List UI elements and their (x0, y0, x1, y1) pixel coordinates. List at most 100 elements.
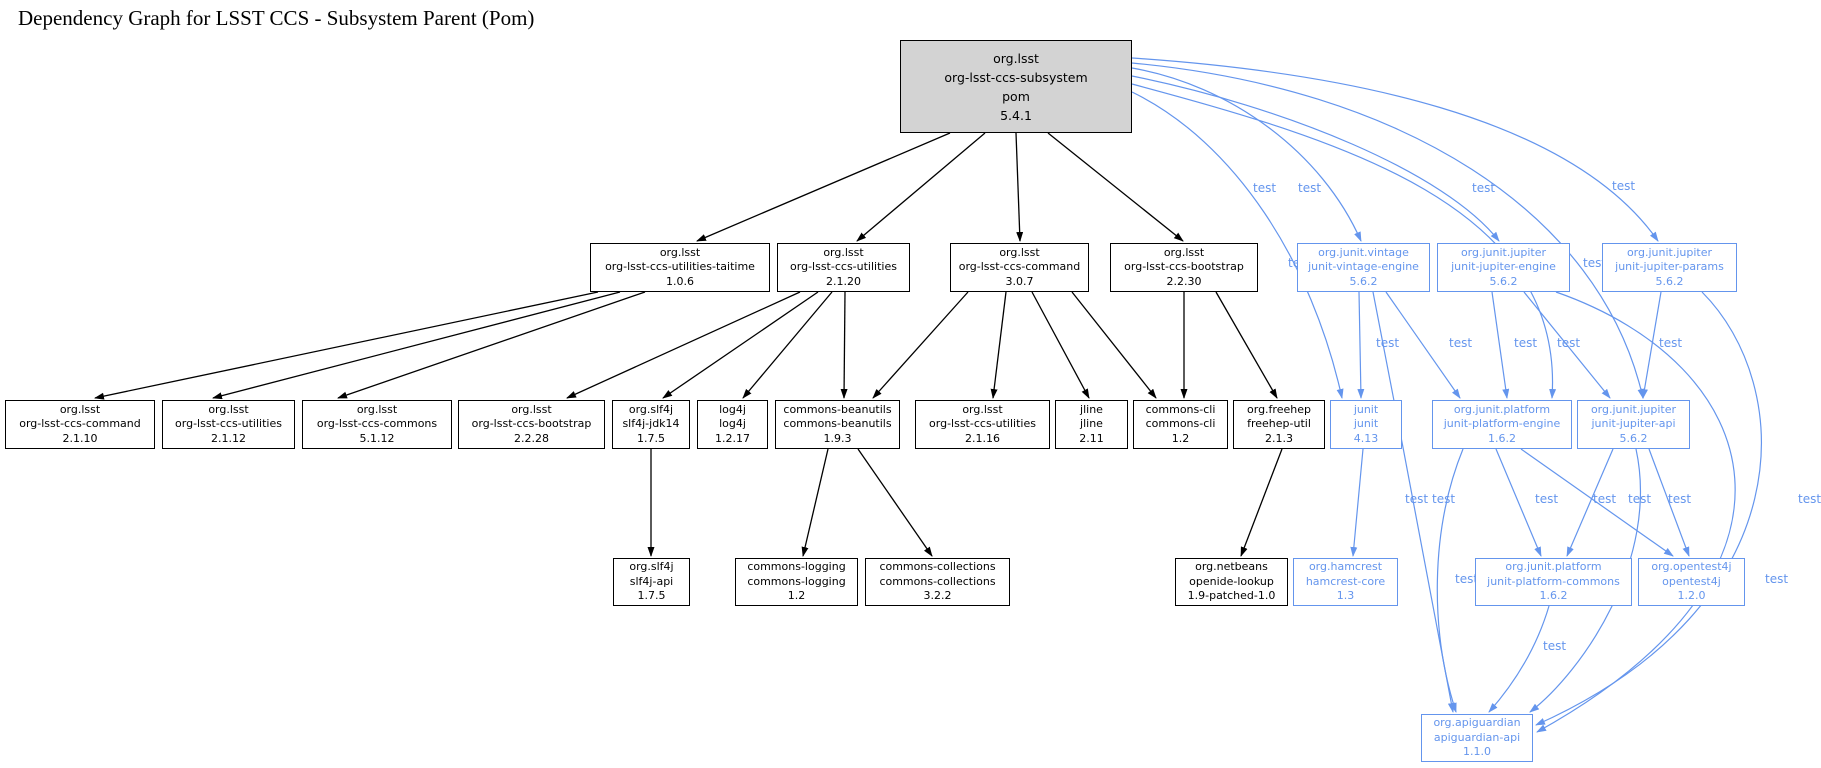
edge-label-junit-vintage-engine-to-apiguardian-api: test (1432, 492, 1455, 506)
node-bootstrap-2-2-30-line-2: 2.2.30 (1166, 274, 1202, 288)
node-commons-collections-line-1: commons-collections (879, 574, 996, 588)
edge-junit-jupiter-params-to-apiguardian-api (1535, 291, 1762, 726)
edge-label-junit-jupiter-engine-to-junit-jupiter-api: test (1557, 336, 1580, 350)
node-junit-vintage-engine-line-2: 5.6.2 (1349, 274, 1378, 288)
node-log4j-line-0: log4j (719, 402, 746, 416)
node-utilities-2-1-12-line-0: org.lsst (208, 402, 249, 416)
edge-root-to-junit-jupiter-engine (1131, 75, 1500, 242)
node-utilities-2-1-20-line-0: org.lsst (823, 245, 864, 259)
edge-junit-platform-engine-to-apiguardian-api (1436, 448, 1464, 713)
node-hamcrest-core-line-2: 1.3 (1336, 589, 1355, 603)
edge-command-3-0-7-to-utilities-2-1-16 (990, 291, 1007, 399)
node-slf4j-jdk14-line-0: org.slf4j (628, 402, 674, 416)
node-junit-jupiter-api-line-1: junit-jupiter-api (1591, 417, 1676, 431)
node-opentest4j-line-2: 1.2.0 (1677, 589, 1706, 603)
node-junit-jupiter-api-line-2: 5.6.2 (1619, 431, 1648, 445)
node-junit-platform-commons-line-0: org.junit.platform (1505, 560, 1602, 574)
node-commons-5-1-12-line-2: 5.1.12 (359, 431, 395, 445)
edge-junit-jupiter-api-to-apiguardian-api (1529, 448, 1641, 713)
node-commons-cli-line-2: 1.2 (1171, 431, 1190, 445)
node-root-line-3: 5.4.1 (1000, 107, 1032, 123)
node-openide-lookup-line-0: org.netbeans (1195, 560, 1268, 574)
edge-taitime-to-commons-5-1-12 (337, 291, 646, 399)
edge-label-junit-jupiter-api-to-junit-platform-commons: test (1628, 492, 1651, 506)
edge-root-to-junit-jupiter-api (1131, 62, 1645, 399)
node-taitime-line-1: org-lsst-ccs-utilities-taitime (605, 260, 755, 274)
node-bootstrap-2-2-28-line-2: 2.2.28 (514, 431, 549, 445)
node-jline-line-2: 2.11 (1079, 431, 1104, 445)
node-utilities-2-1-16-line-2: 2.1.16 (965, 431, 1000, 445)
node-utilities-2-1-20-line-2: 2.1.20 (826, 274, 861, 288)
graph-title: Dependency Graph for LSST CCS - Subsyste… (18, 6, 535, 30)
node-jline-line-1: jline (1080, 417, 1103, 431)
edge-label-junit-jupiter-engine-to-apiguardian-api: test (1765, 572, 1788, 586)
node-slf4j-api-line-1: slf4j-api (629, 574, 674, 588)
edge-label-junit-to-hamcrest-core: test (1405, 492, 1428, 506)
edge-junit-to-hamcrest-core (1350, 448, 1364, 557)
node-command-2-1-10-line-0: org.lsst (59, 402, 101, 416)
edge-root-to-junit-platform-engine (1131, 83, 1557, 399)
edge-commons-beanutils-to-commons-logging (801, 448, 829, 557)
node-junit-platform-engine-line-1: junit-platform-engine (1443, 417, 1561, 431)
edge-junit-jupiter-params-to-junit-jupiter-api (1641, 291, 1662, 399)
node-slf4j-jdk14-line-1: slf4j-jdk14 (622, 417, 680, 431)
node-junit-platform-commons-line-2: 1.6.2 (1539, 589, 1568, 603)
node-freehep-util-line-1: freehep-util (1247, 417, 1311, 431)
edge-utilities-2-1-20-to-log4j (742, 291, 833, 399)
node-root-line-2: pom (1002, 88, 1030, 104)
edge-taitime-to-command-2-1-10 (94, 291, 599, 400)
edge-label-junit-platform-commons-to-apiguardian-api: test (1543, 639, 1566, 653)
edge-junit-vintage-engine-to-junit (1357, 291, 1365, 399)
edge-junit-jupiter-api-to-junit-platform-commons (1566, 448, 1614, 557)
edge-junit-vintage-engine-to-junit-platform-engine (1385, 291, 1461, 399)
node-apiguardian-api-line-0: org.apiguardian (1433, 716, 1521, 730)
node-log4j-line-2: 1.2.17 (715, 431, 750, 445)
edge-label-junit-jupiter-api-to-opentest4j: test (1668, 492, 1691, 506)
node-taitime-line-0: org.lsst (659, 245, 701, 259)
edge-label-junit-jupiter-params-to-junit-jupiter-api: test (1659, 336, 1682, 350)
node-root-line-1: org-lsst-ccs-subsystem (944, 69, 1088, 85)
node-utilities-2-1-20-line-1: org-lsst-ccs-utilities (790, 260, 897, 274)
edge-junit-jupiter-engine-to-apiguardian-api (1536, 291, 1736, 733)
edge-label-junit-platform-engine-to-opentest4j: test (1593, 492, 1616, 506)
node-commons-5-1-12-line-0: org.lsst (356, 402, 398, 416)
edge-bootstrap-2-2-30-to-freehep-util (1215, 291, 1278, 399)
edge-root-to-command-3-0-7 (1015, 132, 1024, 242)
node-command-2-1-10-line-2: 2.1.10 (62, 431, 98, 445)
node-junit-jupiter-params-line-1: junit-jupiter-params (1615, 260, 1724, 274)
node-junit-vintage-engine-line-1: junit-vintage-engine (1308, 260, 1419, 274)
node-hamcrest-core-line-0: org.hamcrest (1308, 560, 1383, 574)
node-bootstrap-2-2-30-line-0: org.lsst (1163, 245, 1205, 259)
node-jline-line-0: jline (1080, 402, 1103, 416)
edge-command-3-0-7-to-jline (1031, 291, 1090, 399)
edge-label-junit-platform-engine-to-apiguardian-api: test (1455, 572, 1478, 586)
node-utilities-2-1-16-line-1: org-lsst-ccs-utilities (929, 417, 1036, 431)
node-commons-beanutils-line-0: commons-beanutils (783, 402, 892, 416)
edge-junit-platform-engine-to-opentest4j (1520, 448, 1674, 557)
node-apiguardian-api-line-2: 1.1.0 (1463, 745, 1491, 759)
edge-junit-jupiter-api-to-opentest4j (1648, 448, 1690, 557)
node-openide-lookup-line-1: openide-lookup (1189, 574, 1274, 588)
node-utilities-2-1-12-line-1: org-lsst-ccs-utilities (175, 417, 282, 431)
node-commons-collections-line-2: 3.2.2 (923, 589, 952, 603)
node-junit-jupiter-engine-line-1: junit-jupiter-engine (1451, 260, 1556, 274)
node-junit-jupiter-engine-line-0: org.junit.jupiter (1460, 245, 1547, 259)
edge-label-root-to-junit-vintage-engine: test (1253, 181, 1276, 195)
node-slf4j-api-line-2: 1.7.5 (637, 589, 666, 603)
edge-utilities-2-1-20-to-slf4j-jdk14 (662, 291, 819, 399)
edge-label-root-to-junit-platform-engine: test (1583, 256, 1606, 270)
node-opentest4j-line-1: opentest4j (1662, 574, 1721, 588)
edge-commons-beanutils-to-commons-collections (857, 448, 933, 557)
